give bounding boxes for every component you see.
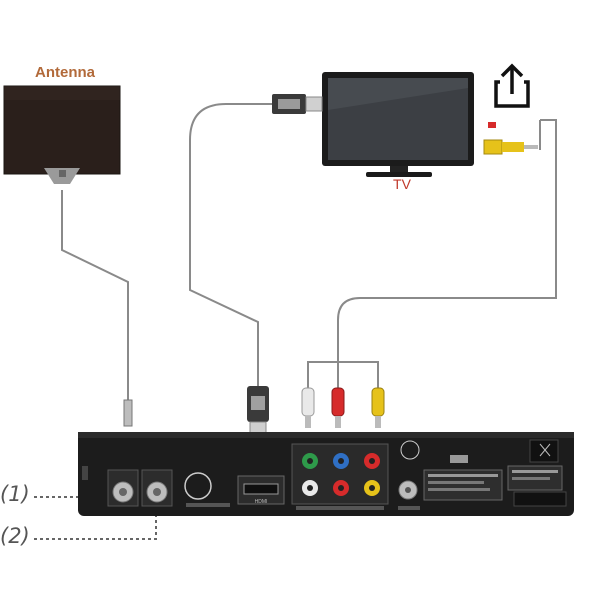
antenna-cable [61, 190, 129, 405]
antenna-label: Antenna [35, 64, 95, 81]
rca-cable [337, 119, 557, 388]
hdmi-plug-tv [272, 94, 323, 114]
hdmi-plug-device [247, 386, 269, 435]
tv-stand-base [366, 172, 432, 177]
rca-plugs-device [301, 387, 385, 428]
share-icon [494, 63, 530, 108]
callout-2-label: (2) [0, 524, 30, 548]
tv-screen [328, 78, 468, 160]
set-top-box: HDMI [78, 432, 574, 516]
callout-1-label: (1) [0, 482, 30, 506]
tv [322, 72, 474, 177]
antenna [3, 85, 133, 427]
callout-line-2 [34, 512, 157, 540]
rca-plugs-tv [483, 120, 541, 155]
tv-label: TV [393, 176, 411, 192]
share-button[interactable] [492, 62, 532, 110]
etl-mark [400, 440, 420, 460]
antenna-panel [3, 85, 121, 175]
hdmi-cable [189, 103, 274, 386]
certification-badge [184, 472, 212, 500]
rca-branch-white [307, 361, 379, 388]
cables [34, 103, 557, 540]
antenna-connector [123, 399, 133, 427]
hdmi-port-label: HDMI [255, 499, 268, 505]
tv-stand-neck [390, 166, 408, 172]
